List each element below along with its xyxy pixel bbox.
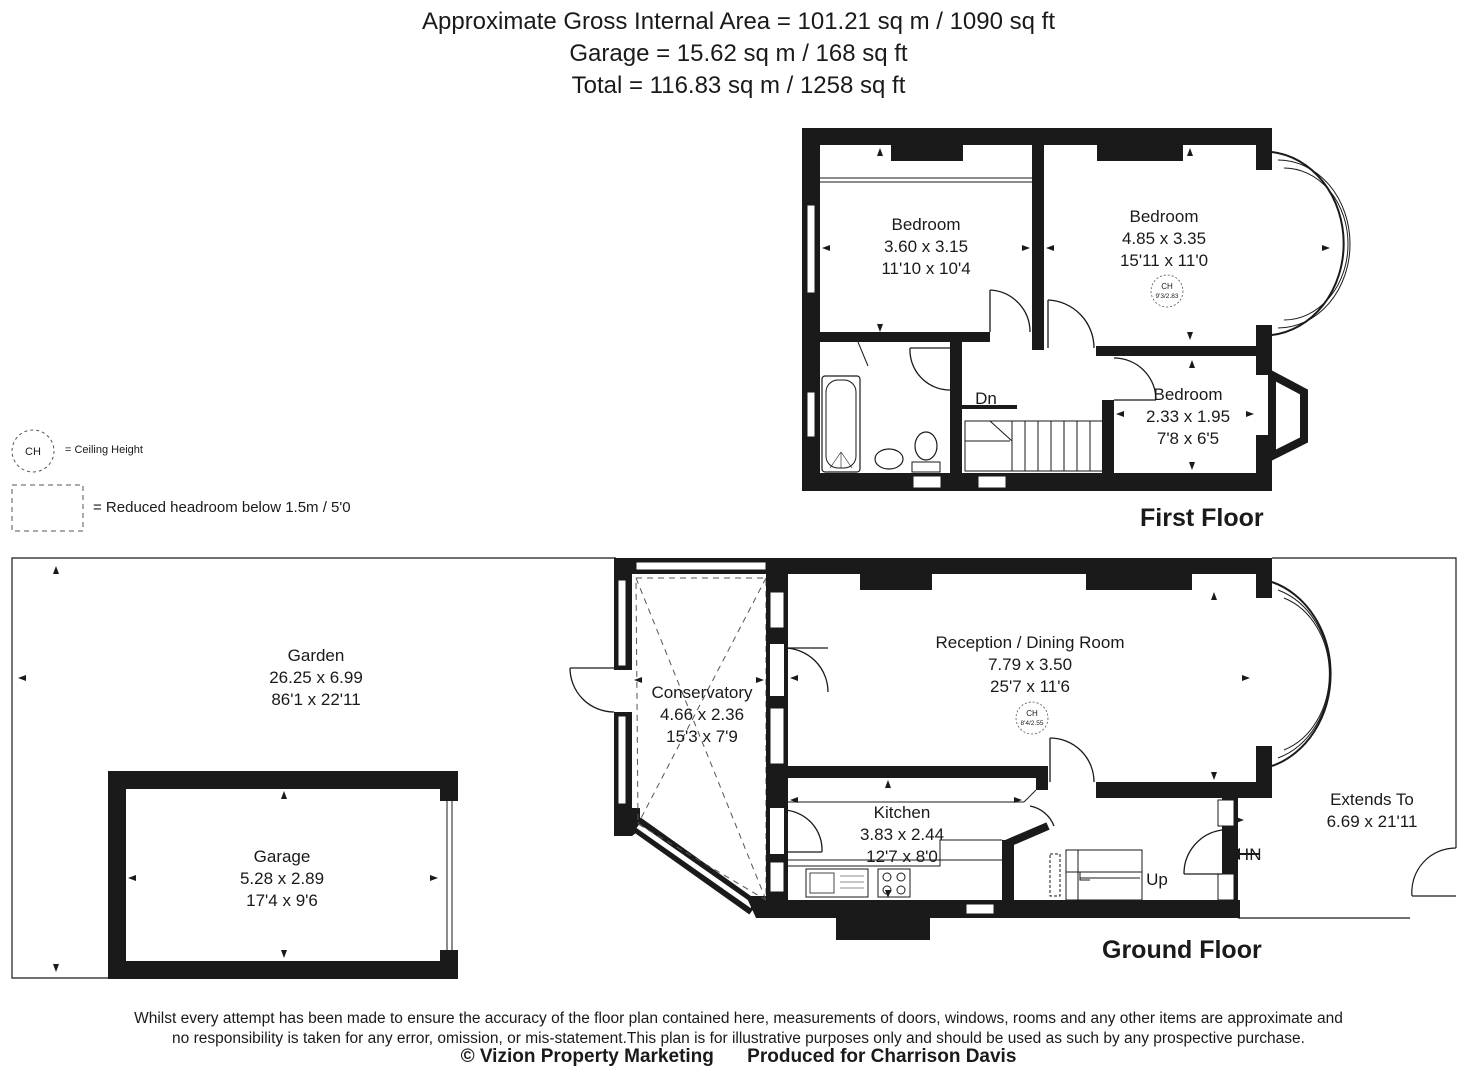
bedroom-3-name: Bedroom xyxy=(1154,385,1223,404)
first-floor-title: First Floor xyxy=(1140,504,1264,532)
legend: CH = Ceiling Height = Reduced headroom b… xyxy=(11,429,351,532)
garden-imperial: 86'1 x 22'11 xyxy=(271,690,360,709)
reception-imperial: 25'7 x 11'6 xyxy=(990,677,1070,696)
reception-ch-value: 8'4/2.55 xyxy=(1021,720,1044,727)
kitchen-name: Kitchen xyxy=(874,803,931,822)
conservatory-metric: 4.66 x 2.36 xyxy=(660,705,744,724)
reception-name: Reception / Dining Room xyxy=(936,633,1125,652)
garage-metric: 5.28 x 2.89 xyxy=(240,869,324,888)
garage-imperial: 17'4 x 9'6 xyxy=(246,891,318,910)
disclaimer-line-1: Whilst every attempt has been made to en… xyxy=(134,1010,1343,1027)
ground-floor-title: Ground Floor xyxy=(1102,936,1262,964)
copyright-text: © Vizion Property Marketing xyxy=(460,1046,714,1067)
kitchen-metric: 3.83 x 2.44 xyxy=(860,825,944,844)
conservatory-imperial: 15'3 x 7'9 xyxy=(666,727,738,746)
garden-metric: 26.25 x 6.99 xyxy=(269,668,363,687)
bedroom-2-ch-value: 9'3/2.83 xyxy=(1156,293,1179,300)
extends-metric: 6.69 x 21'11 xyxy=(1327,812,1418,831)
total-area-text: Total = 116.83 sq m / 1258 sq ft xyxy=(571,72,906,99)
ground-floor-stairs-label: Up xyxy=(1146,870,1168,889)
first-floor-plan: Bedroom 3.60 x 3.15 11'10 x 10'4 Bedroom… xyxy=(802,128,1351,532)
ceiling-height-legend-symbol: CH xyxy=(25,446,41,458)
produced-for-text: Produced for Charrison Davis xyxy=(747,1046,1017,1067)
bedroom-2-imperial: 15'11 x 11'0 xyxy=(1120,251,1208,270)
bedroom-1-metric: 3.60 x 3.15 xyxy=(884,237,968,256)
garden-name: Garden xyxy=(288,646,345,665)
bedroom-1-imperial: 11'10 x 10'4 xyxy=(881,259,970,278)
extends-name: Extends To xyxy=(1330,790,1414,809)
bedroom-2-metric: 4.85 x 3.35 xyxy=(1122,229,1206,248)
kitchen-imperial: 12'7 x 8'0 xyxy=(866,847,938,866)
reception-ch-symbol: CH xyxy=(1026,709,1038,718)
garage-area-text: Garage = 15.62 sq m / 168 sq ft xyxy=(569,40,908,67)
entrance-label: IN xyxy=(1245,845,1262,864)
bedroom-2-ceiling-height-icon xyxy=(1150,274,1184,308)
reception-metric: 7.79 x 3.50 xyxy=(988,655,1072,674)
ceiling-height-legend-icon xyxy=(11,429,55,473)
bedroom-2-name: Bedroom xyxy=(1130,207,1199,226)
gross-area-text: Approximate Gross Internal Area = 101.21… xyxy=(421,8,1055,35)
garage-name: Garage xyxy=(254,847,311,866)
bedroom-2-ch-symbol: CH xyxy=(1161,282,1173,291)
disclaimer-line-2: no responsibility is taken for any error… xyxy=(172,1030,1305,1047)
bedroom-3-imperial: 7'8 x 6'5 xyxy=(1157,429,1219,448)
reduced-headroom-legend-text: = Reduced headroom below 1.5m / 5'0 xyxy=(93,499,351,516)
first-floor-stairs-label: Dn xyxy=(975,389,997,408)
reception-ceiling-height-icon xyxy=(1015,701,1049,735)
conservatory-name: Conservatory xyxy=(651,683,753,702)
bedroom-3-metric: 2.33 x 1.95 xyxy=(1146,407,1230,426)
reduced-headroom-legend-icon xyxy=(11,484,84,532)
bedroom-1-name: Bedroom xyxy=(892,215,961,234)
ground-floor-plan: Garden 26.25 x 6.99 86'1 x 22'11 Garage … xyxy=(11,148,1457,979)
credits: © Vizion Property Marketing Produced for… xyxy=(0,1046,1477,1068)
ceiling-height-legend-text: = Ceiling Height xyxy=(65,444,143,456)
